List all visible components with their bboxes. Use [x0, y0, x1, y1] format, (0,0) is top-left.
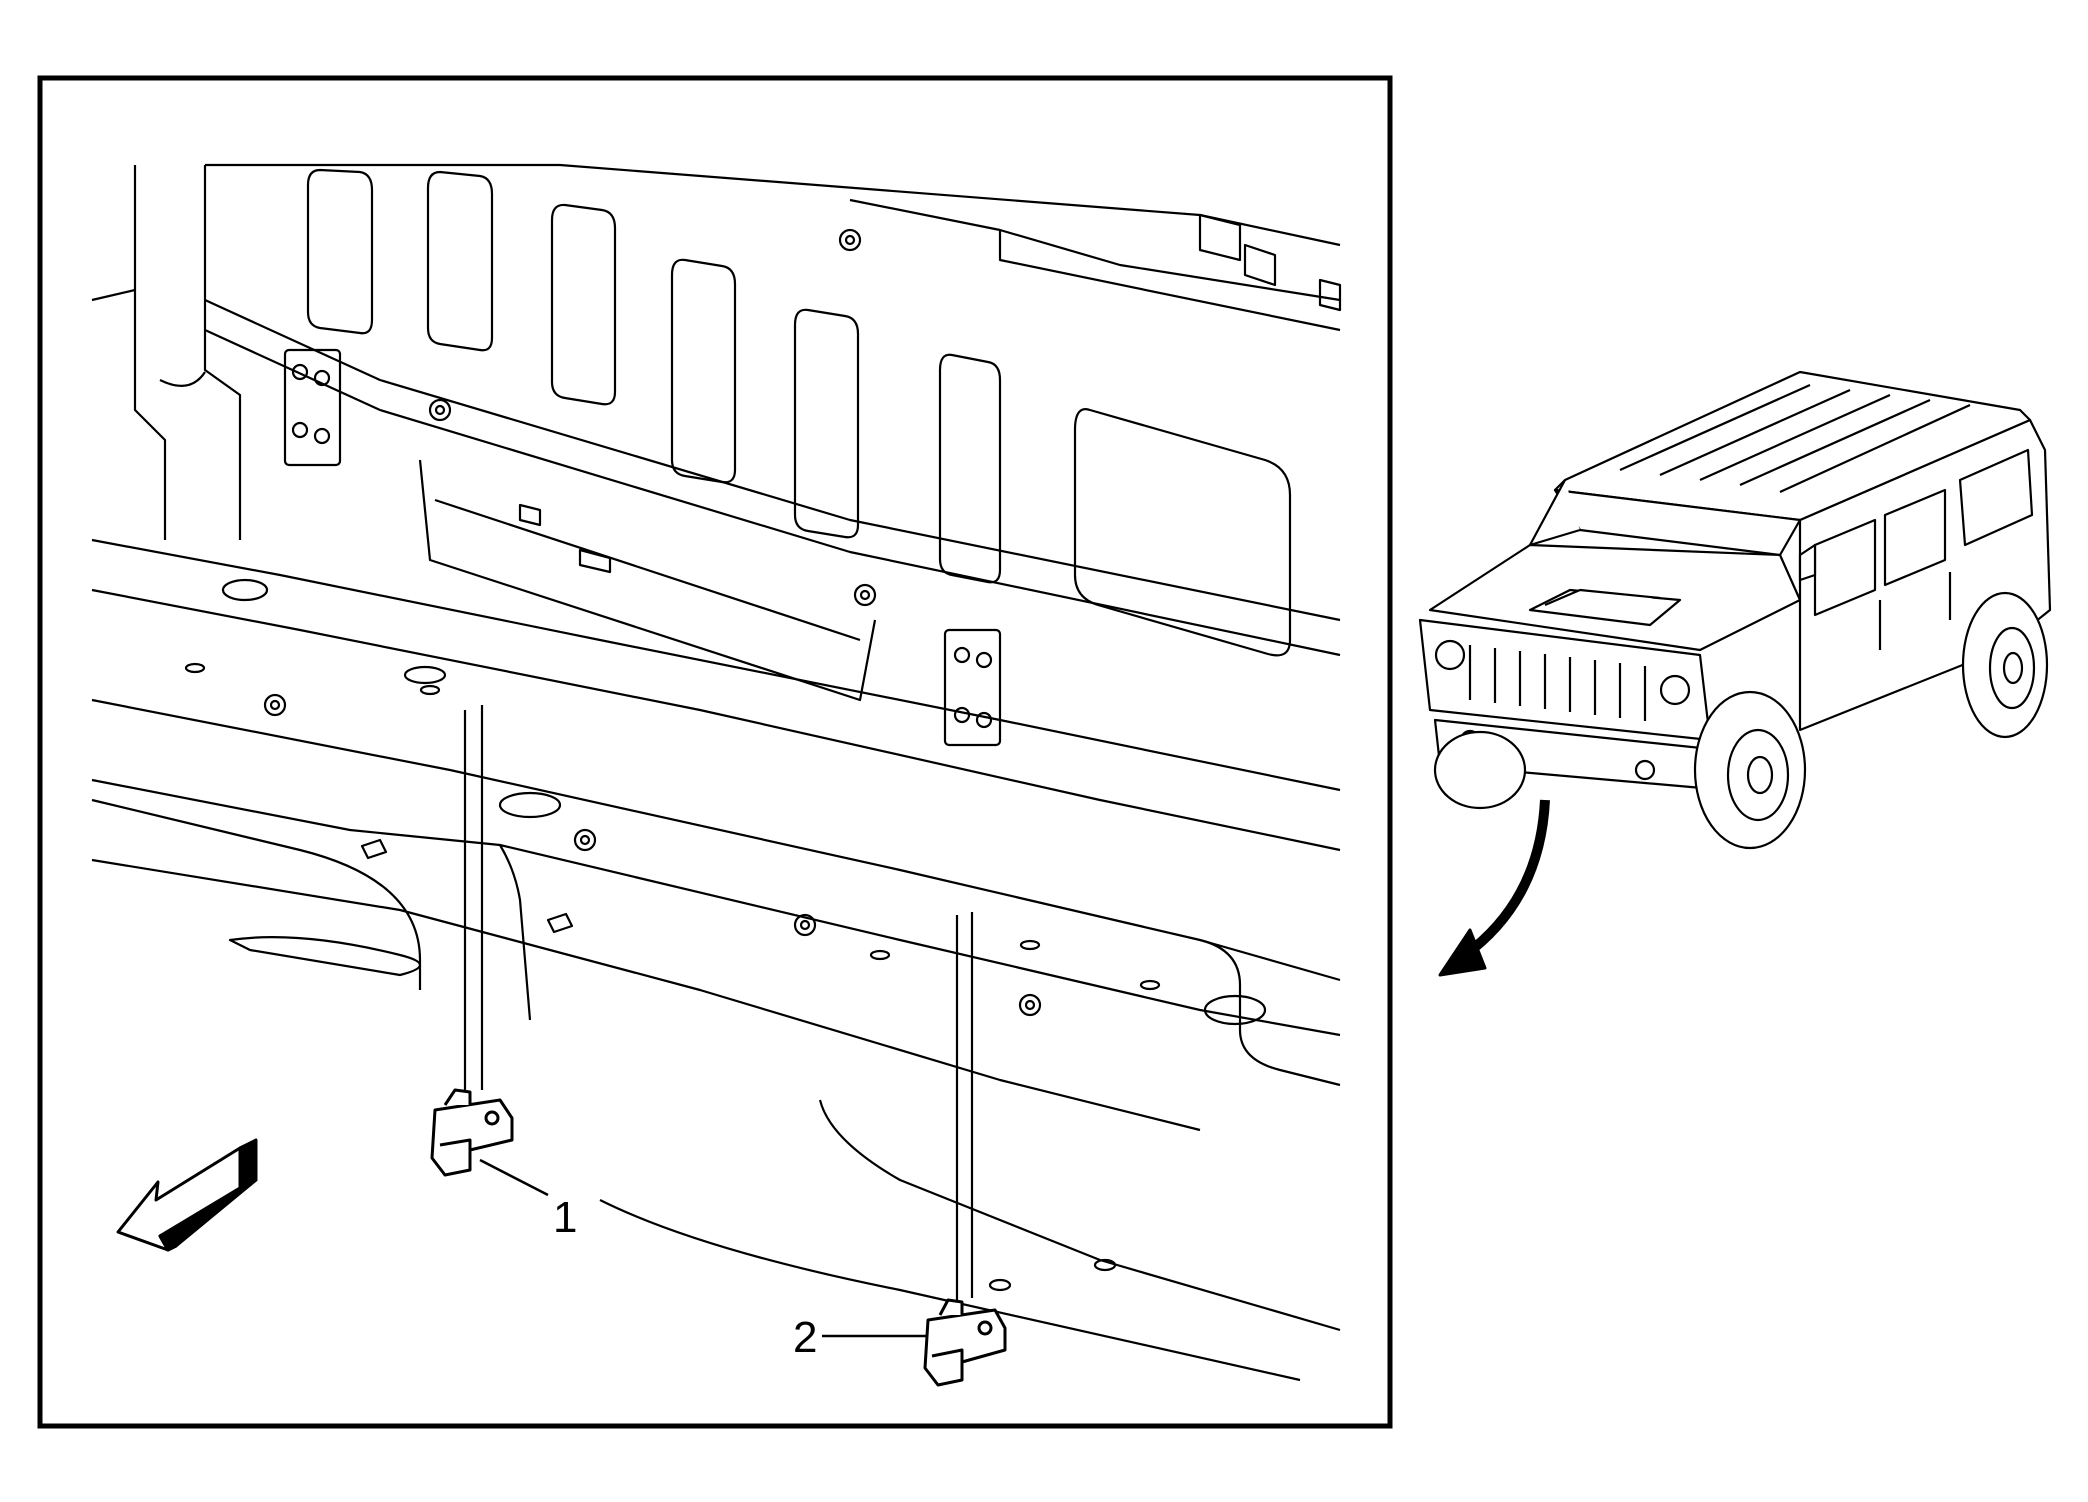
- callout-2: 2: [793, 1313, 928, 1362]
- seat-back-structure: [91, 163, 1342, 747]
- callout-1-label: 1: [553, 1193, 577, 1242]
- seat-slot: [306, 168, 374, 335]
- mounting-lines: [463, 705, 974, 1300]
- seat-slot: [938, 353, 1002, 584]
- seat-slot: [670, 258, 737, 484]
- callout-1: 1: [479, 1158, 577, 1242]
- floor-cross-member: [91, 538, 1341, 1382]
- forward-direction-arrow-icon: [116, 1138, 258, 1252]
- detail-frame: [37, 75, 1393, 1429]
- seat-slot: [793, 308, 860, 539]
- component-2-sensor: [923, 1298, 1007, 1387]
- seat-slot: [426, 170, 494, 352]
- callout-2-label: 2: [793, 1313, 817, 1362]
- locator-curved-arrow-icon: [1438, 799, 1550, 977]
- seat-slot: [550, 203, 617, 406]
- vehicle-locator-icon: [1418, 370, 2052, 850]
- seat-slot: [1073, 408, 1292, 657]
- component-1-sensor: [430, 1088, 514, 1177]
